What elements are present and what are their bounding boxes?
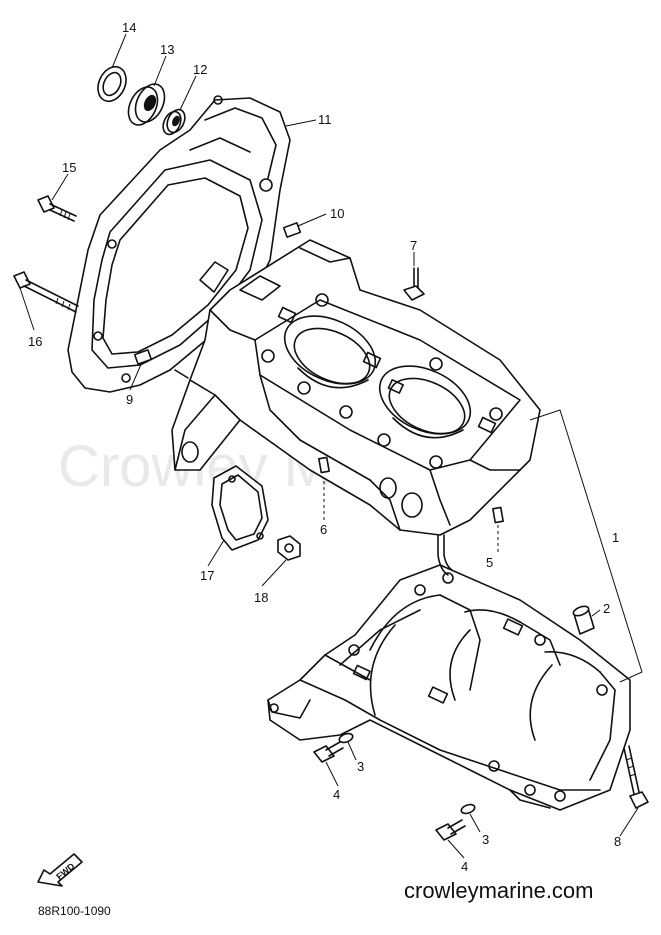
callout-18: 18 bbox=[254, 590, 268, 605]
part-7-bolt[interactable] bbox=[403, 267, 425, 301]
part-8-bolt[interactable] bbox=[623, 745, 649, 809]
callout-3b: 3 bbox=[482, 832, 489, 847]
callout-13: 13 bbox=[160, 42, 174, 57]
part-17-cover-plate[interactable] bbox=[211, 465, 269, 551]
part-3-washer-b[interactable] bbox=[460, 803, 476, 815]
callout-16: 16 bbox=[28, 334, 42, 349]
part-1-lower-crankcase[interactable] bbox=[267, 534, 631, 811]
callout-4a: 4 bbox=[333, 787, 340, 802]
part-6-dowel-pin[interactable] bbox=[318, 456, 330, 474]
callout-5: 5 bbox=[486, 555, 493, 570]
part-9-dowel-pin[interactable] bbox=[133, 349, 153, 365]
callout-7: 7 bbox=[410, 238, 417, 253]
forward-arrow-icon: FWD bbox=[37, 853, 83, 887]
callout-8: 8 bbox=[614, 834, 621, 849]
diagram-code: 88R100-1090 bbox=[38, 904, 111, 918]
part-12-collar[interactable] bbox=[160, 107, 189, 138]
callout-labels: 1 2 3 3 4 4 5 6 7 8 9 10 11 12 13 14 15 … bbox=[28, 20, 621, 874]
callout-6: 6 bbox=[320, 522, 327, 537]
callout-9: 9 bbox=[126, 392, 133, 407]
website-label: crowleymarine.com bbox=[404, 878, 594, 903]
part-3-washer-a[interactable] bbox=[338, 732, 354, 744]
callout-14: 14 bbox=[122, 20, 136, 35]
callout-15: 15 bbox=[62, 160, 76, 175]
part-4-bolt-a[interactable] bbox=[313, 741, 344, 763]
callout-11: 11 bbox=[318, 112, 332, 127]
part-1-upper-crankcase[interactable] bbox=[171, 239, 541, 536]
callout-3a: 3 bbox=[357, 759, 364, 774]
part-4-bolt-b[interactable] bbox=[435, 819, 466, 841]
callout-2: 2 bbox=[603, 601, 610, 616]
callout-4b: 4 bbox=[461, 859, 468, 874]
part-16-long-bolt[interactable] bbox=[13, 271, 79, 313]
part-10-dowel-pin[interactable] bbox=[282, 222, 302, 238]
part-5-dowel-pin[interactable] bbox=[492, 506, 504, 524]
callout-12: 12 bbox=[193, 62, 207, 77]
part-14-oil-seal[interactable] bbox=[93, 62, 132, 106]
part-18-nut[interactable] bbox=[277, 535, 301, 561]
part-2-plug[interactable] bbox=[572, 605, 595, 635]
part-15-bolt[interactable] bbox=[37, 195, 77, 222]
part-11-crankcase-cover[interactable] bbox=[67, 95, 291, 393]
leader-lines bbox=[19, 33, 643, 859]
callout-17: 17 bbox=[200, 568, 214, 583]
part-13-bearing[interactable] bbox=[123, 79, 170, 129]
callout-10: 10 bbox=[330, 206, 344, 221]
callout-1: 1 bbox=[612, 530, 619, 545]
